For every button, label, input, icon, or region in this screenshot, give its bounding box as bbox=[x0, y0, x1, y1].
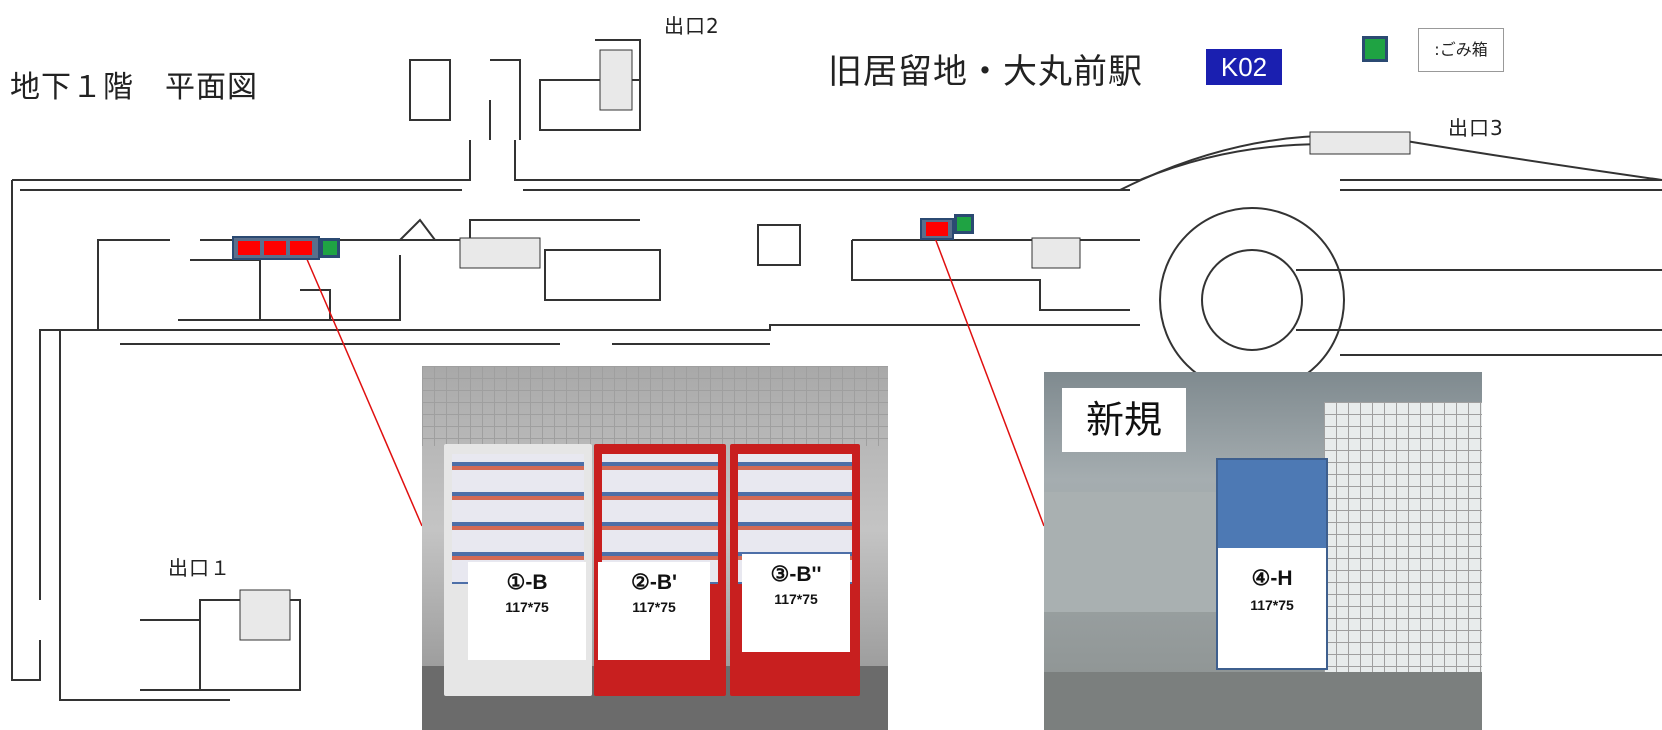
trash-bin-legend-swatch bbox=[1362, 36, 1388, 62]
vending-machine-marker bbox=[290, 241, 312, 255]
machine-3-size: 117*75 bbox=[774, 591, 818, 607]
machine-2-label: ②-B' 117*75 bbox=[598, 562, 710, 660]
new-location-photo bbox=[1044, 372, 1482, 730]
machine-1-size: 117*75 bbox=[505, 599, 549, 615]
vending-machine-markers-group bbox=[232, 236, 320, 260]
board-color-block bbox=[1218, 460, 1326, 548]
new-tag: 新規 bbox=[1062, 388, 1186, 452]
machine-1-label: ①-B 117*75 bbox=[468, 562, 586, 660]
trash-bin-marker bbox=[954, 214, 974, 234]
exit-1-label: 出口１ bbox=[168, 556, 231, 580]
tiled-wall bbox=[422, 366, 888, 446]
machine-2-id: ②-B' bbox=[631, 571, 677, 594]
board-label: ④-H 117*75 bbox=[1218, 548, 1326, 668]
station-code-badge: K02 bbox=[1206, 49, 1282, 85]
exit-2-label: 出口2 bbox=[664, 14, 720, 38]
vending-machine-3 bbox=[730, 444, 860, 696]
vending-machines-photo: ①-B 117*75 ②-B' 117*75 ③-B'' 117*75 bbox=[422, 366, 888, 730]
new-vending-board: ④-H 117*75 bbox=[1216, 458, 1328, 670]
board-id: ④-H bbox=[1251, 567, 1293, 590]
legend-label: :ごみ箱 bbox=[1418, 28, 1504, 72]
exit-3-label: 出口3 bbox=[1448, 116, 1504, 140]
board-size: 117*75 bbox=[1250, 597, 1294, 613]
floor-title: 地下１階 平面図 bbox=[10, 70, 258, 105]
vending-machine-marker bbox=[264, 241, 286, 255]
machine-3-id: ③-B'' bbox=[770, 563, 822, 586]
machine-2-size: 117*75 bbox=[632, 599, 676, 615]
vending-machine-marker bbox=[926, 222, 948, 236]
machine-1-id: ①-B bbox=[506, 571, 548, 594]
vending-machine-marker bbox=[238, 241, 260, 255]
trash-bin-marker bbox=[320, 238, 340, 258]
machine-3-label: ③-B'' 117*75 bbox=[742, 554, 850, 652]
station-name: 旧居留地・大丸前駅 bbox=[828, 52, 1143, 92]
vending-machine-marker-new bbox=[920, 218, 954, 240]
floor bbox=[1044, 672, 1482, 730]
